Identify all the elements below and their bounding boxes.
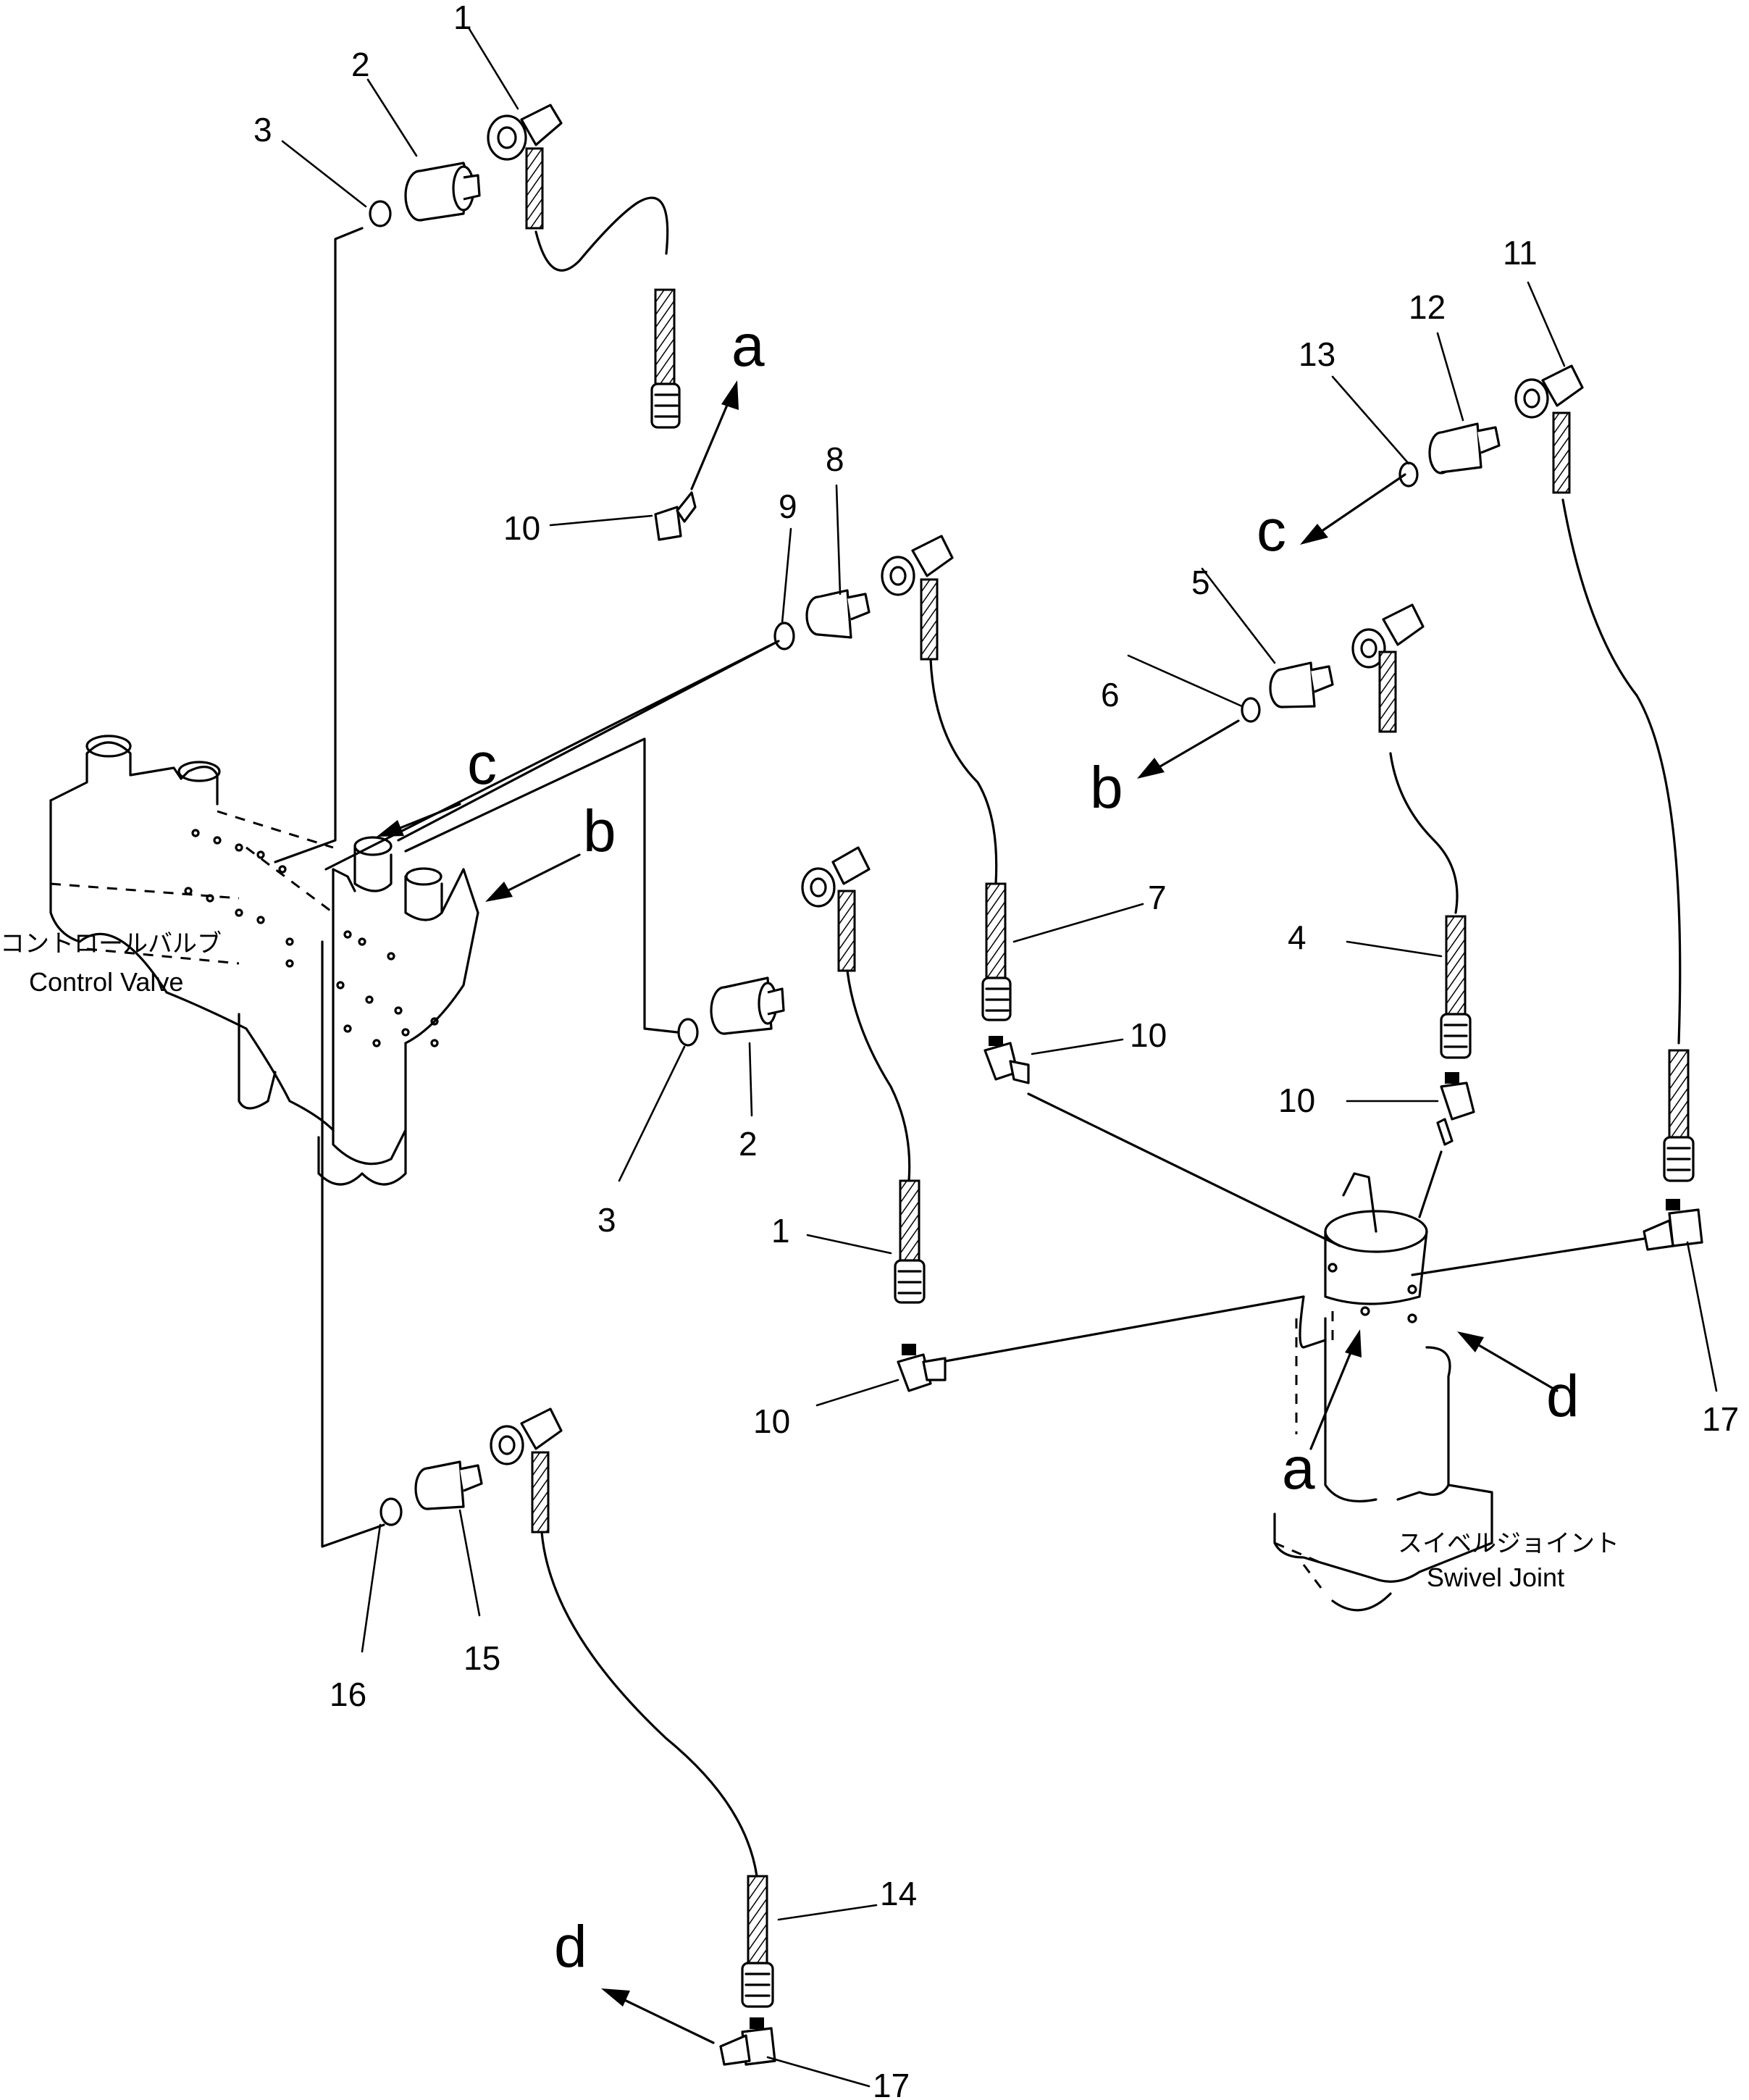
o-ring-6 (1241, 697, 1261, 723)
o-ring-16 (379, 1497, 403, 1526)
part-number-4: 4 (1288, 919, 1306, 956)
elbow-17-bottom (719, 2017, 776, 2066)
part-number-10-a: 10 (503, 509, 540, 547)
hose-7 (881, 535, 1012, 1021)
part-number-6: 6 (1101, 676, 1120, 714)
valve-port-dots (184, 829, 439, 1047)
adapter-15 (414, 1460, 483, 1510)
part-number-1-middle: 1 (771, 1212, 790, 1250)
adapter-12 (1428, 422, 1501, 474)
part-number-17-bottom: 17 (873, 2067, 910, 2100)
part-number-2-middle: 2 (739, 1125, 758, 1163)
adapter-5 (1269, 661, 1334, 708)
part-number-3-top: 3 (253, 111, 272, 148)
part-number-11: 11 (1503, 234, 1538, 272)
letter-b-valve: b (583, 798, 616, 864)
letter-a-top: a (731, 313, 765, 379)
control-valve-drawing: コントロールバルブ Control Valve (0, 735, 479, 1186)
letter-d-bottom: d (554, 1914, 587, 1980)
part-number-3-middle: 3 (597, 1201, 616, 1239)
part-number-14: 14 (880, 1875, 917, 1912)
leader-lines (281, 28, 1718, 2088)
hose-11 (1514, 364, 1695, 1182)
part-number-8: 8 (826, 440, 844, 478)
routing-lines (274, 227, 1645, 1548)
letter-b-right: b (1090, 755, 1123, 821)
elbow-10-a (654, 491, 697, 541)
part-number-17-right: 17 (1702, 1400, 1739, 1438)
part-number-12: 12 (1409, 288, 1446, 326)
elbow-17-right (1643, 1199, 1703, 1251)
connection-arrows (377, 380, 1559, 2044)
swivel-joint-label-en: Swivel Joint (1427, 1563, 1564, 1592)
letter-c-right: c (1257, 498, 1286, 564)
part-number-labels: 1 2 3 10 9 8 7 10 2 3 1 10 6 5 4 10 11 1… (253, 0, 1739, 2100)
control-valve-label-jp: コントロールバルブ (0, 929, 222, 958)
part-number-10-c: 10 (753, 1402, 790, 1440)
letter-a-swivel: a (1282, 1436, 1315, 1502)
fitting-1-top (487, 104, 681, 429)
adapter-8 (805, 589, 871, 639)
part-number-16: 16 (330, 1676, 366, 1713)
swivel-joint-drawing: スイベルジョイント Swivel Joint (1273, 1172, 1619, 1612)
swivel-joint-label-jp: スイベルジョイント (1398, 1529, 1619, 1558)
connection-letter-labels: a c b c b a d d (467, 313, 1580, 1980)
elbow-10-c (897, 1344, 947, 1392)
hose-4 (1351, 603, 1472, 1059)
adapter-2-middle (710, 976, 785, 1035)
part-number-9: 9 (779, 488, 797, 525)
adapter-2-top (404, 162, 481, 222)
o-ring-3-middle (677, 1018, 699, 1047)
o-ring-13 (1398, 461, 1419, 488)
elbow-10-b (983, 1036, 1030, 1084)
part-number-10-b: 10 (1130, 1016, 1167, 1054)
elbow-10-d (1436, 1072, 1475, 1146)
hose-1-middle (801, 846, 926, 1304)
part-number-15: 15 (464, 1639, 500, 1677)
part-number-10-d: 10 (1278, 1082, 1315, 1119)
letter-c-valve: c (467, 731, 497, 797)
o-ring-9 (773, 622, 795, 651)
letter-d-swivel: d (1546, 1363, 1580, 1429)
part-number-1-top: 1 (453, 0, 472, 36)
part-number-13: 13 (1299, 335, 1335, 373)
part-number-2-top: 2 (351, 46, 370, 83)
control-valve-label-en: Control Valve (29, 967, 183, 997)
part-number-7: 7 (1148, 879, 1167, 916)
part-number-5: 5 (1191, 564, 1210, 601)
o-ring-3-top (369, 200, 392, 227)
hose-14 (490, 1407, 774, 2008)
